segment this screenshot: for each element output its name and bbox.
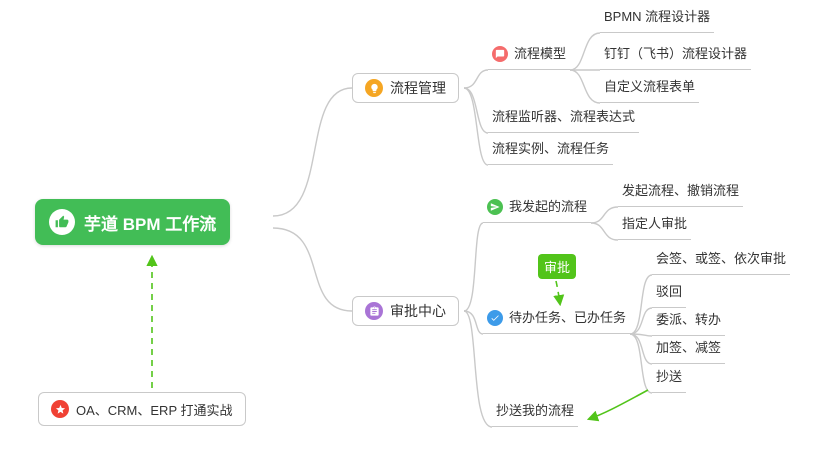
- thumbs-up-icon: [49, 209, 75, 235]
- leaf-cc[interactable]: 抄送: [652, 368, 687, 393]
- star-icon: [51, 400, 69, 418]
- topic-label: 待办任务、已办任务: [509, 310, 627, 325]
- leaf-delegate-transfer[interactable]: 委派、转办: [652, 311, 726, 336]
- topic-process-listener[interactable]: 流程监听器、流程表达式: [488, 108, 640, 133]
- root-topic-label: 芋道 BPM 工作流: [84, 214, 217, 234]
- branch-approval-center[interactable]: 审批中心: [352, 296, 459, 326]
- dashed-arrow-approve-to-todo: [553, 280, 565, 307]
- clipboard-icon: [365, 302, 383, 320]
- topic-process-model[interactable]: 流程模型: [488, 45, 571, 70]
- practice-topic-label: OA、CRM、ERP 打通实战: [76, 402, 233, 418]
- check-icon: [487, 310, 503, 326]
- leaf-assignee-approval[interactable]: 指定人审批: [618, 215, 692, 240]
- topic-cc-my-process[interactable]: 抄送我的流程: [492, 402, 579, 427]
- send-icon: [487, 199, 503, 215]
- bulb-icon: [365, 79, 383, 97]
- branch-label: 审批中心: [390, 303, 446, 319]
- branch-process-management[interactable]: 流程管理: [352, 73, 459, 103]
- topic-my-initiated[interactable]: 我发起的流程: [483, 198, 592, 223]
- leaf-countersign[interactable]: 会签、或签、依次审批: [652, 250, 791, 275]
- root-topic[interactable]: 芋道 BPM 工作流: [35, 199, 231, 245]
- chat-icon: [492, 46, 508, 62]
- leaf-reject[interactable]: 驳回: [652, 283, 687, 308]
- topic-process-instance[interactable]: 流程实例、流程任务: [488, 140, 614, 165]
- topic-label: 流程模型: [514, 46, 567, 61]
- leaf-dingtalk-designer[interactable]: 钉钉（飞书）流程设计器: [600, 45, 752, 70]
- practice-topic[interactable]: OA、CRM、ERP 打通实战: [38, 392, 246, 426]
- topic-todo-done-tasks[interactable]: 待办任务、已办任务: [483, 309, 631, 334]
- leaf-add-remove-sign[interactable]: 加签、减签: [652, 339, 726, 364]
- leaf-initiate-cancel[interactable]: 发起流程、撤销流程: [618, 182, 744, 207]
- branch-label: 流程管理: [390, 80, 446, 96]
- leaf-bpmn-designer[interactable]: BPMN 流程设计器: [600, 8, 715, 33]
- approval-arrow-label[interactable]: 审批: [538, 254, 576, 279]
- leaf-custom-form[interactable]: 自定义流程表单: [600, 78, 700, 103]
- topic-label: 我发起的流程: [509, 199, 588, 214]
- arrow-cc-to-cc-process: [586, 389, 649, 422]
